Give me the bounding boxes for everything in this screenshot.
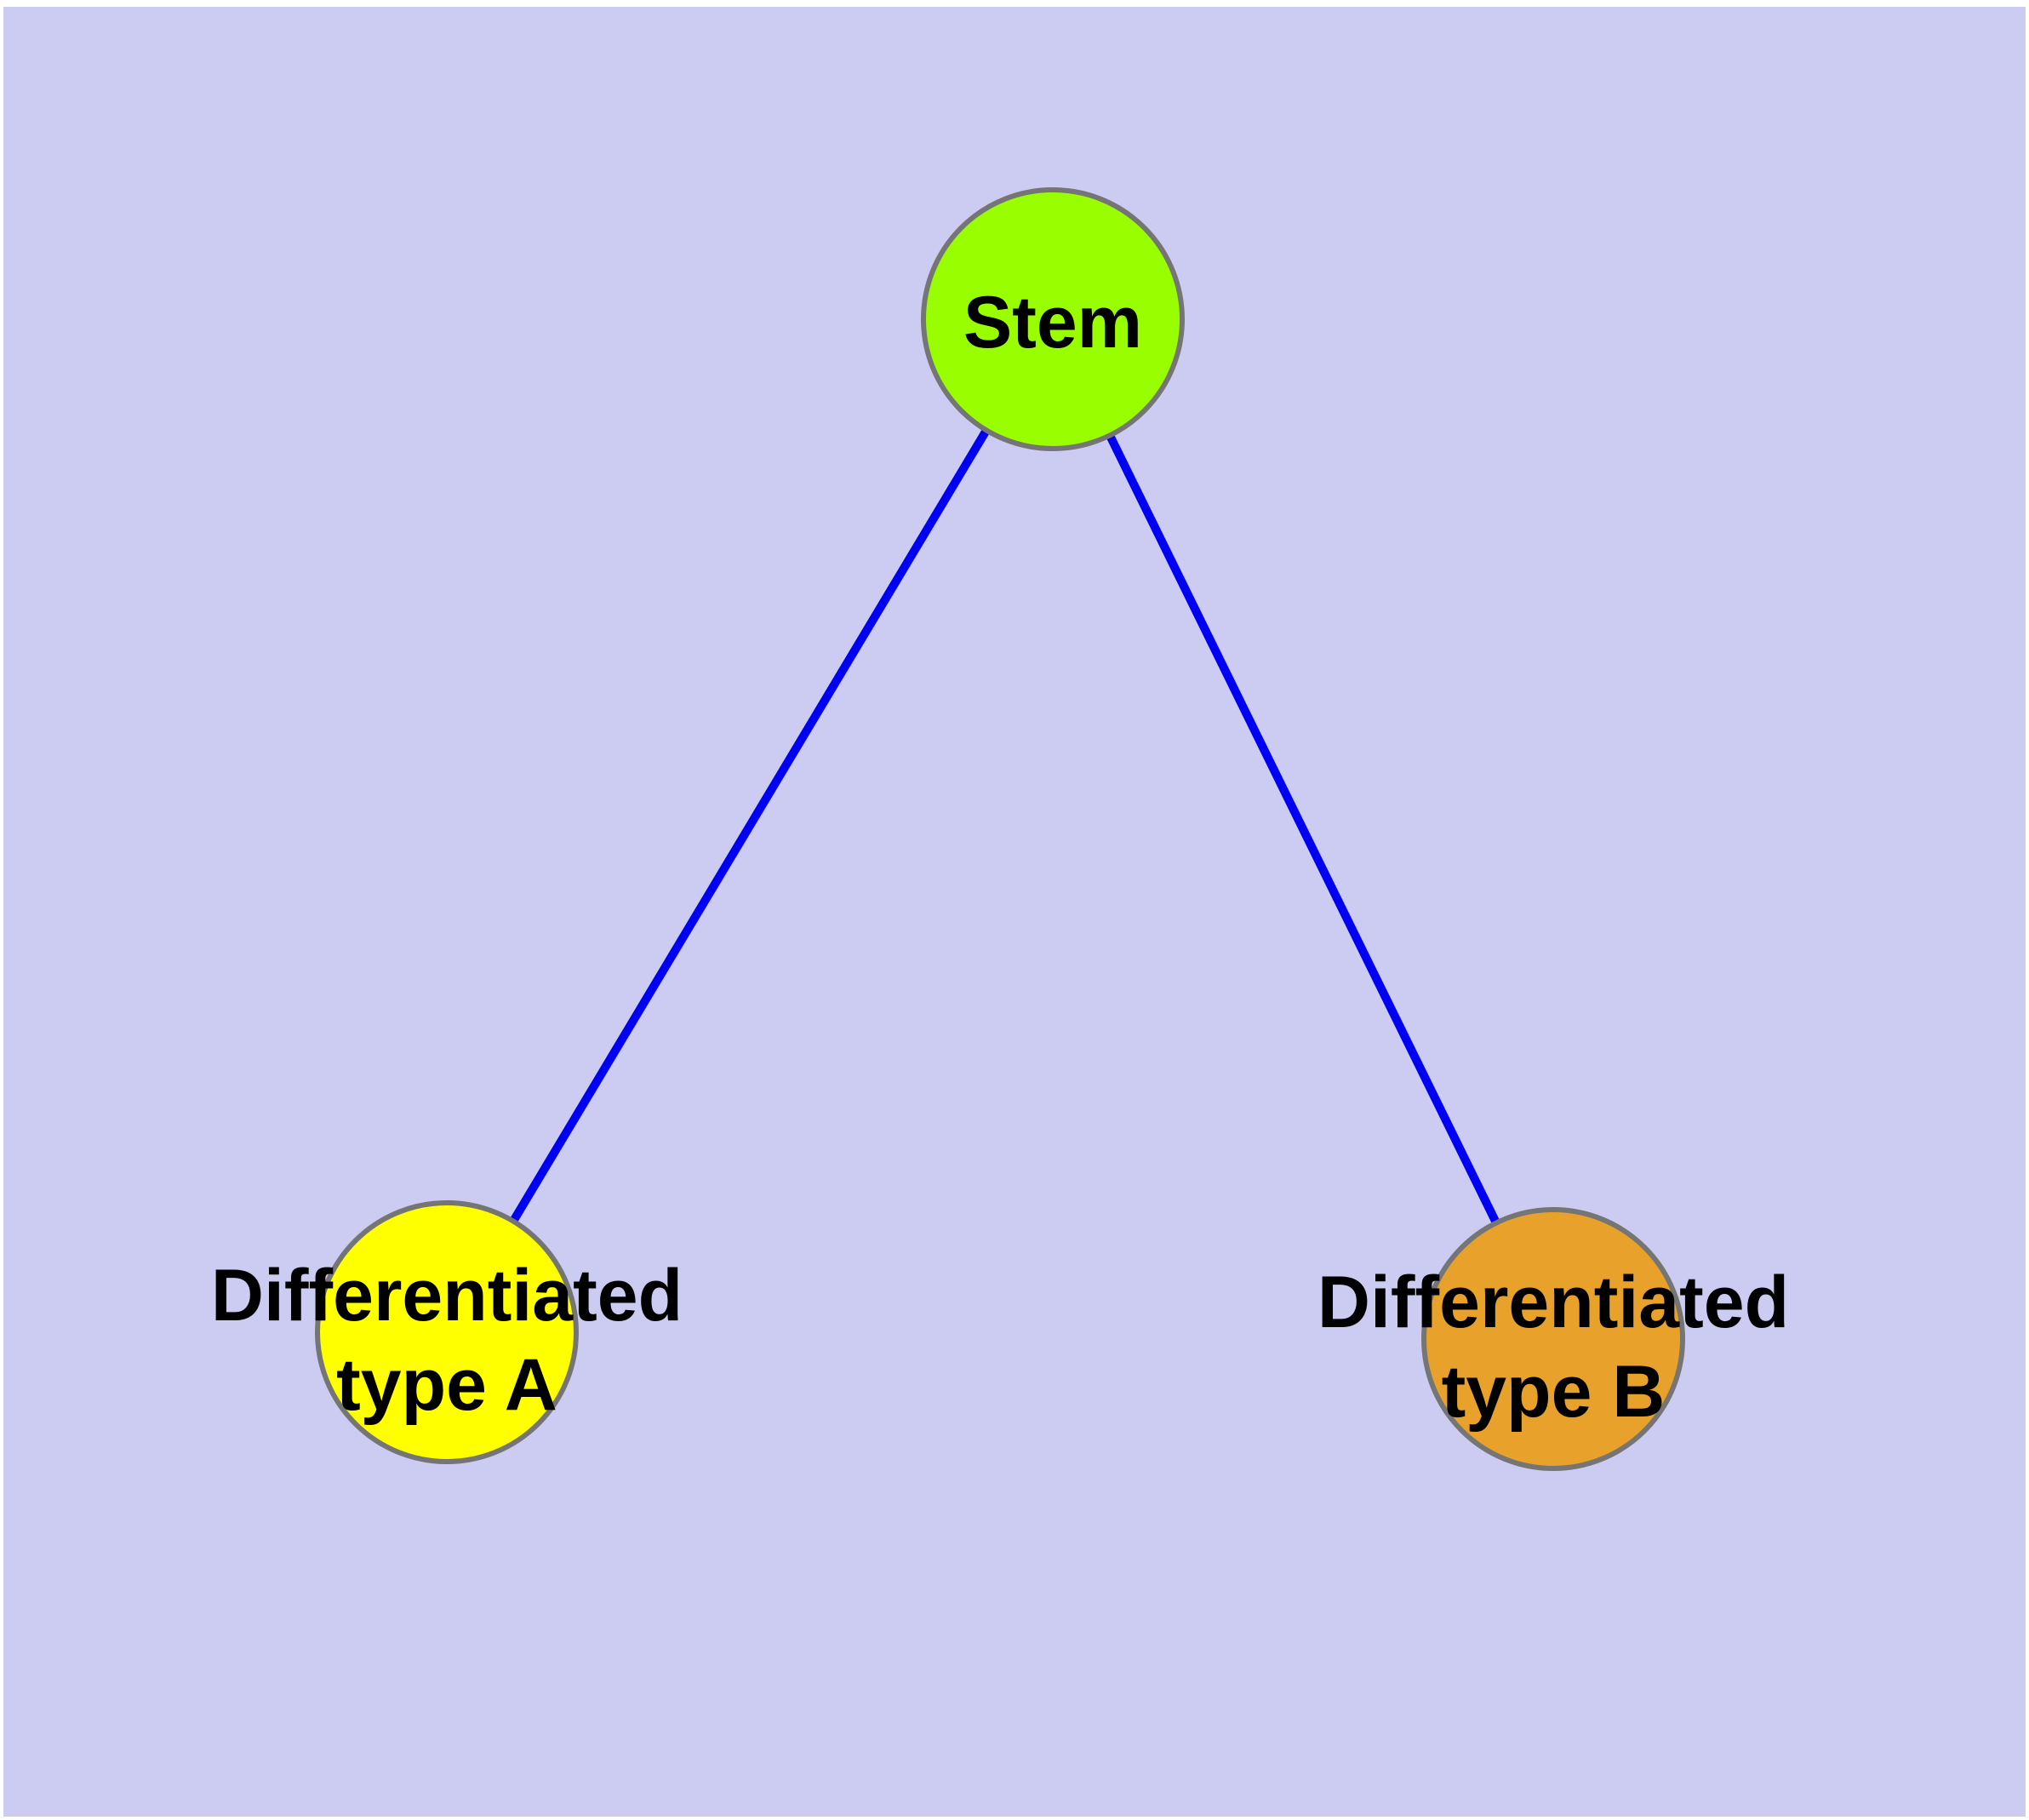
edge-stem-to-type-b <box>1049 317 1557 1342</box>
node-type-b-circle <box>1421 1207 1685 1471</box>
node-type-a-label-line2: type A <box>336 1344 557 1426</box>
node-type-b-label-line2: type B <box>1442 1351 1666 1433</box>
node-differentiated-type-a: Differentiated type A <box>211 1200 683 1464</box>
node-stem-label: Stem <box>963 282 1142 363</box>
node-type-a-circle <box>315 1200 579 1464</box>
node-type-b-label-line1: Differentiated <box>1317 1262 1789 1343</box>
node-stem-circle <box>921 187 1185 451</box>
node-type-a-label-line1: Differentiated <box>211 1255 683 1336</box>
edge-stem-to-type-a <box>443 317 1057 1335</box>
node-differentiated-type-b: Differentiated type B <box>1317 1207 1789 1471</box>
node-stem: Stem <box>921 187 1185 451</box>
